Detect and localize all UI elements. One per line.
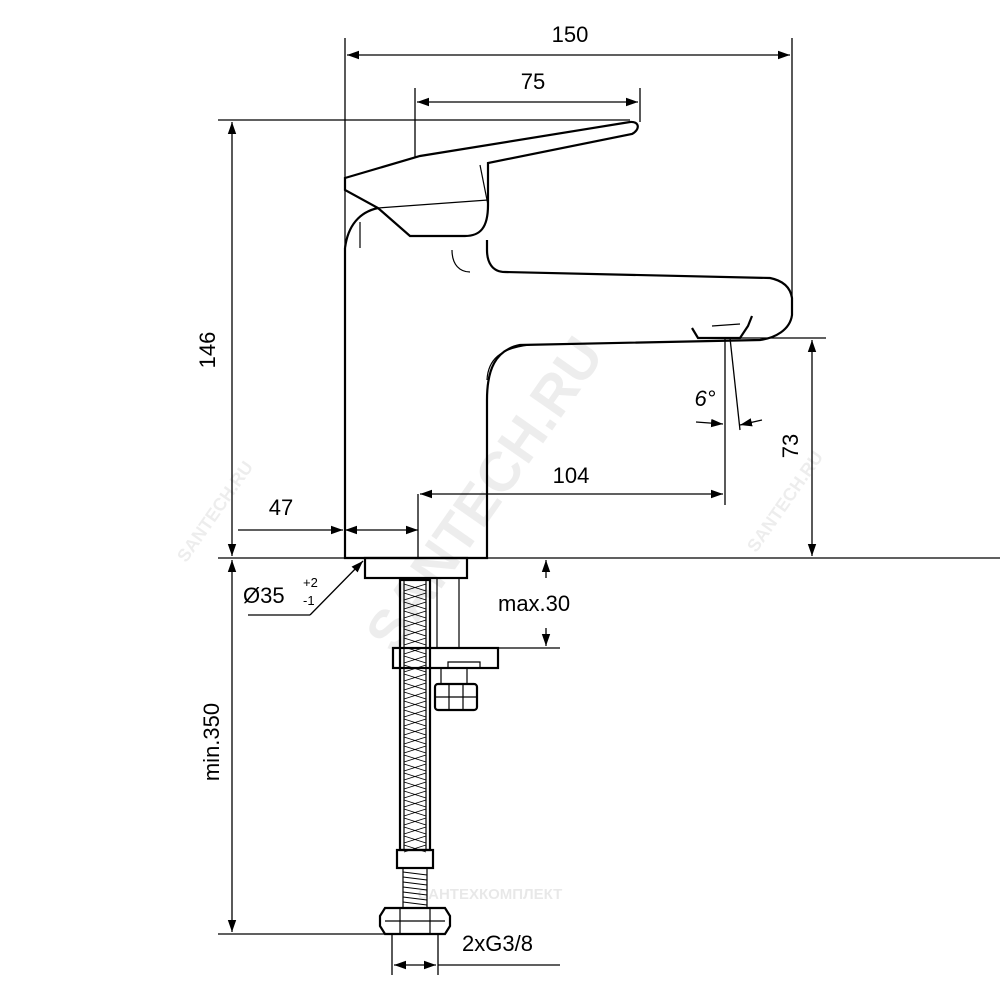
thread-stroke bbox=[402, 876, 428, 881]
min-hose-length-label: min.350 bbox=[199, 703, 224, 781]
braid-stroke bbox=[403, 799, 427, 808]
braid-stroke bbox=[403, 592, 427, 601]
braid-stroke bbox=[403, 772, 427, 781]
braid-stroke bbox=[403, 682, 427, 691]
hole-tolerance-plus: +2 bbox=[303, 575, 318, 590]
braid-stroke bbox=[403, 835, 427, 844]
braid-stroke bbox=[403, 637, 427, 646]
dim-73-label: 73 bbox=[778, 434, 803, 458]
watermark-side-right: SANTECH.RU bbox=[743, 447, 827, 555]
braid-stroke bbox=[403, 754, 427, 763]
braid-stroke bbox=[403, 664, 427, 673]
braid-stroke bbox=[403, 601, 427, 610]
hose-braid bbox=[403, 583, 427, 853]
hole-diameter-label: Ø35 bbox=[243, 583, 285, 608]
thread-stroke bbox=[402, 891, 428, 896]
braid-stroke bbox=[403, 745, 427, 754]
watermark-side-left: SANTECH.RU bbox=[173, 457, 257, 565]
max-thickness-label: max.30 bbox=[498, 591, 570, 616]
braid-stroke bbox=[403, 700, 427, 709]
mounting-assembly bbox=[363, 556, 500, 712]
braid-stroke bbox=[403, 763, 427, 772]
braid-stroke bbox=[403, 781, 427, 790]
braid-stroke bbox=[403, 673, 427, 682]
thread-stroke bbox=[402, 881, 428, 886]
watermark-company: САНТЕХКОМПЛЕКТ bbox=[418, 886, 563, 903]
dim-75-label: 75 bbox=[521, 69, 545, 94]
braid-stroke bbox=[403, 691, 427, 700]
dim-angle-label: 6° bbox=[694, 386, 715, 411]
braid-stroke bbox=[403, 619, 427, 628]
dim-146-label: 146 bbox=[195, 332, 220, 369]
thread-stroke bbox=[402, 896, 428, 901]
faucet-body bbox=[343, 120, 794, 560]
thread-size-label: 2xG3/8 bbox=[462, 931, 533, 956]
dim-150-label: 150 bbox=[552, 22, 589, 47]
braid-stroke bbox=[403, 790, 427, 799]
braid-stroke bbox=[403, 655, 427, 664]
braid-stroke bbox=[403, 610, 427, 619]
hole-tolerance-minus: -1 bbox=[303, 593, 315, 608]
braid-stroke bbox=[403, 718, 427, 727]
braid-stroke bbox=[403, 583, 427, 592]
fitting-thread bbox=[402, 871, 428, 906]
dim-47-label: 47 bbox=[269, 495, 293, 520]
dim-104-label: 104 bbox=[553, 463, 590, 488]
thread-stroke bbox=[402, 886, 428, 891]
thread-stroke bbox=[402, 901, 428, 906]
braid-stroke bbox=[403, 628, 427, 637]
braid-stroke bbox=[403, 817, 427, 826]
braid-stroke bbox=[403, 709, 427, 718]
dimension-lines bbox=[218, 38, 1000, 975]
thread-stroke bbox=[402, 871, 428, 876]
braid-stroke bbox=[403, 736, 427, 745]
supply-hose bbox=[378, 578, 452, 936]
braid-stroke bbox=[403, 727, 427, 736]
braid-stroke bbox=[403, 808, 427, 817]
braid-stroke bbox=[403, 826, 427, 835]
braid-stroke bbox=[403, 646, 427, 655]
